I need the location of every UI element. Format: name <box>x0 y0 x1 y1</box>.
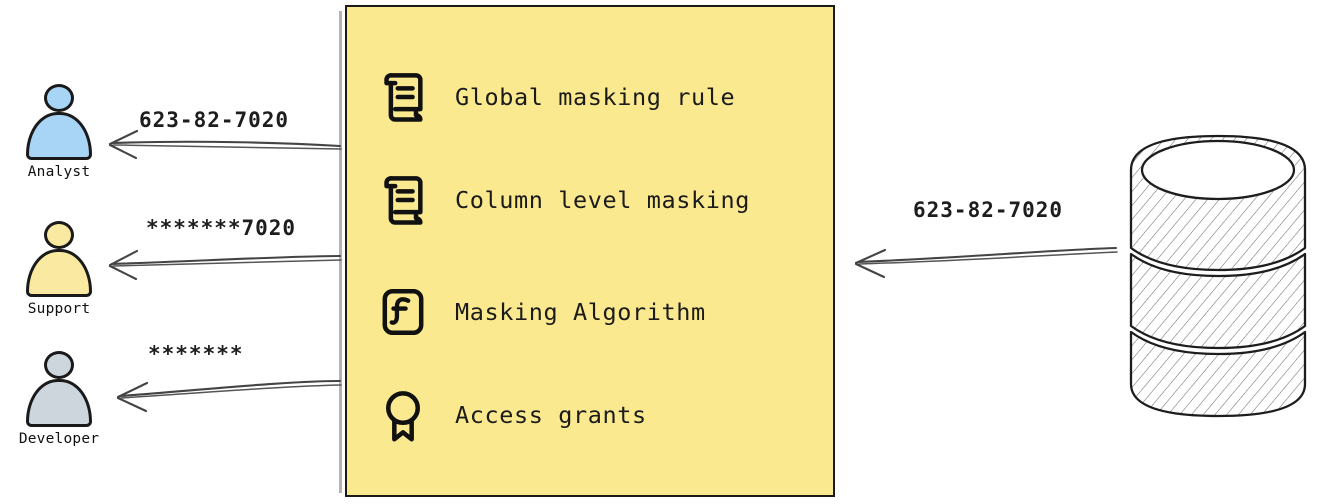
database-icon <box>1129 134 1307 418</box>
arrow-from-database <box>854 246 1118 279</box>
rule-label: Access grants <box>455 401 647 429</box>
function-icon <box>382 288 424 336</box>
actor-label: Developer <box>18 431 100 447</box>
avatar-head <box>44 84 74 112</box>
award-icon <box>386 391 420 442</box>
avatar <box>21 221 97 299</box>
flow-label-source: 623-82-7020 <box>913 198 1064 222</box>
arrow-to-developer <box>116 379 342 413</box>
rule-row[interactable]: Access grants <box>377 385 647 445</box>
rule-row[interactable]: Masking Algorithm <box>377 282 706 342</box>
panel-sketch-edge <box>339 11 342 493</box>
avatar <box>21 351 97 429</box>
avatar-head <box>44 351 74 379</box>
arrow-to-analyst <box>108 129 342 160</box>
rule-label: Masking Algorithm <box>455 298 706 326</box>
flow-label-developer: ******* <box>148 342 244 366</box>
actor-analyst[interactable]: Analyst <box>4 84 114 180</box>
rule-label: Column level masking <box>455 186 750 214</box>
scroll-icon <box>384 73 423 122</box>
avatar <box>21 84 97 162</box>
actor-developer[interactable]: Developer <box>4 351 114 447</box>
avatar-head <box>44 221 74 249</box>
actor-support[interactable]: Support <box>4 221 114 317</box>
flow-label-support: *******7020 <box>146 216 297 240</box>
avatar-body <box>26 379 92 427</box>
rule-row[interactable]: Column level masking <box>377 170 750 230</box>
avatar-body <box>26 249 92 297</box>
flow-label-analyst: 623-82-7020 <box>139 108 290 132</box>
avatar-body <box>26 112 92 160</box>
rule-row[interactable]: Global masking rule <box>377 67 735 127</box>
rule-label: Global masking rule <box>455 83 736 111</box>
actor-label: Support <box>27 301 91 317</box>
arrow-to-support <box>108 249 342 281</box>
actor-label: Analyst <box>27 164 91 180</box>
masking-policy-panel: Global masking rule Column level masking… <box>345 5 835 497</box>
scroll-icon <box>384 176 423 225</box>
